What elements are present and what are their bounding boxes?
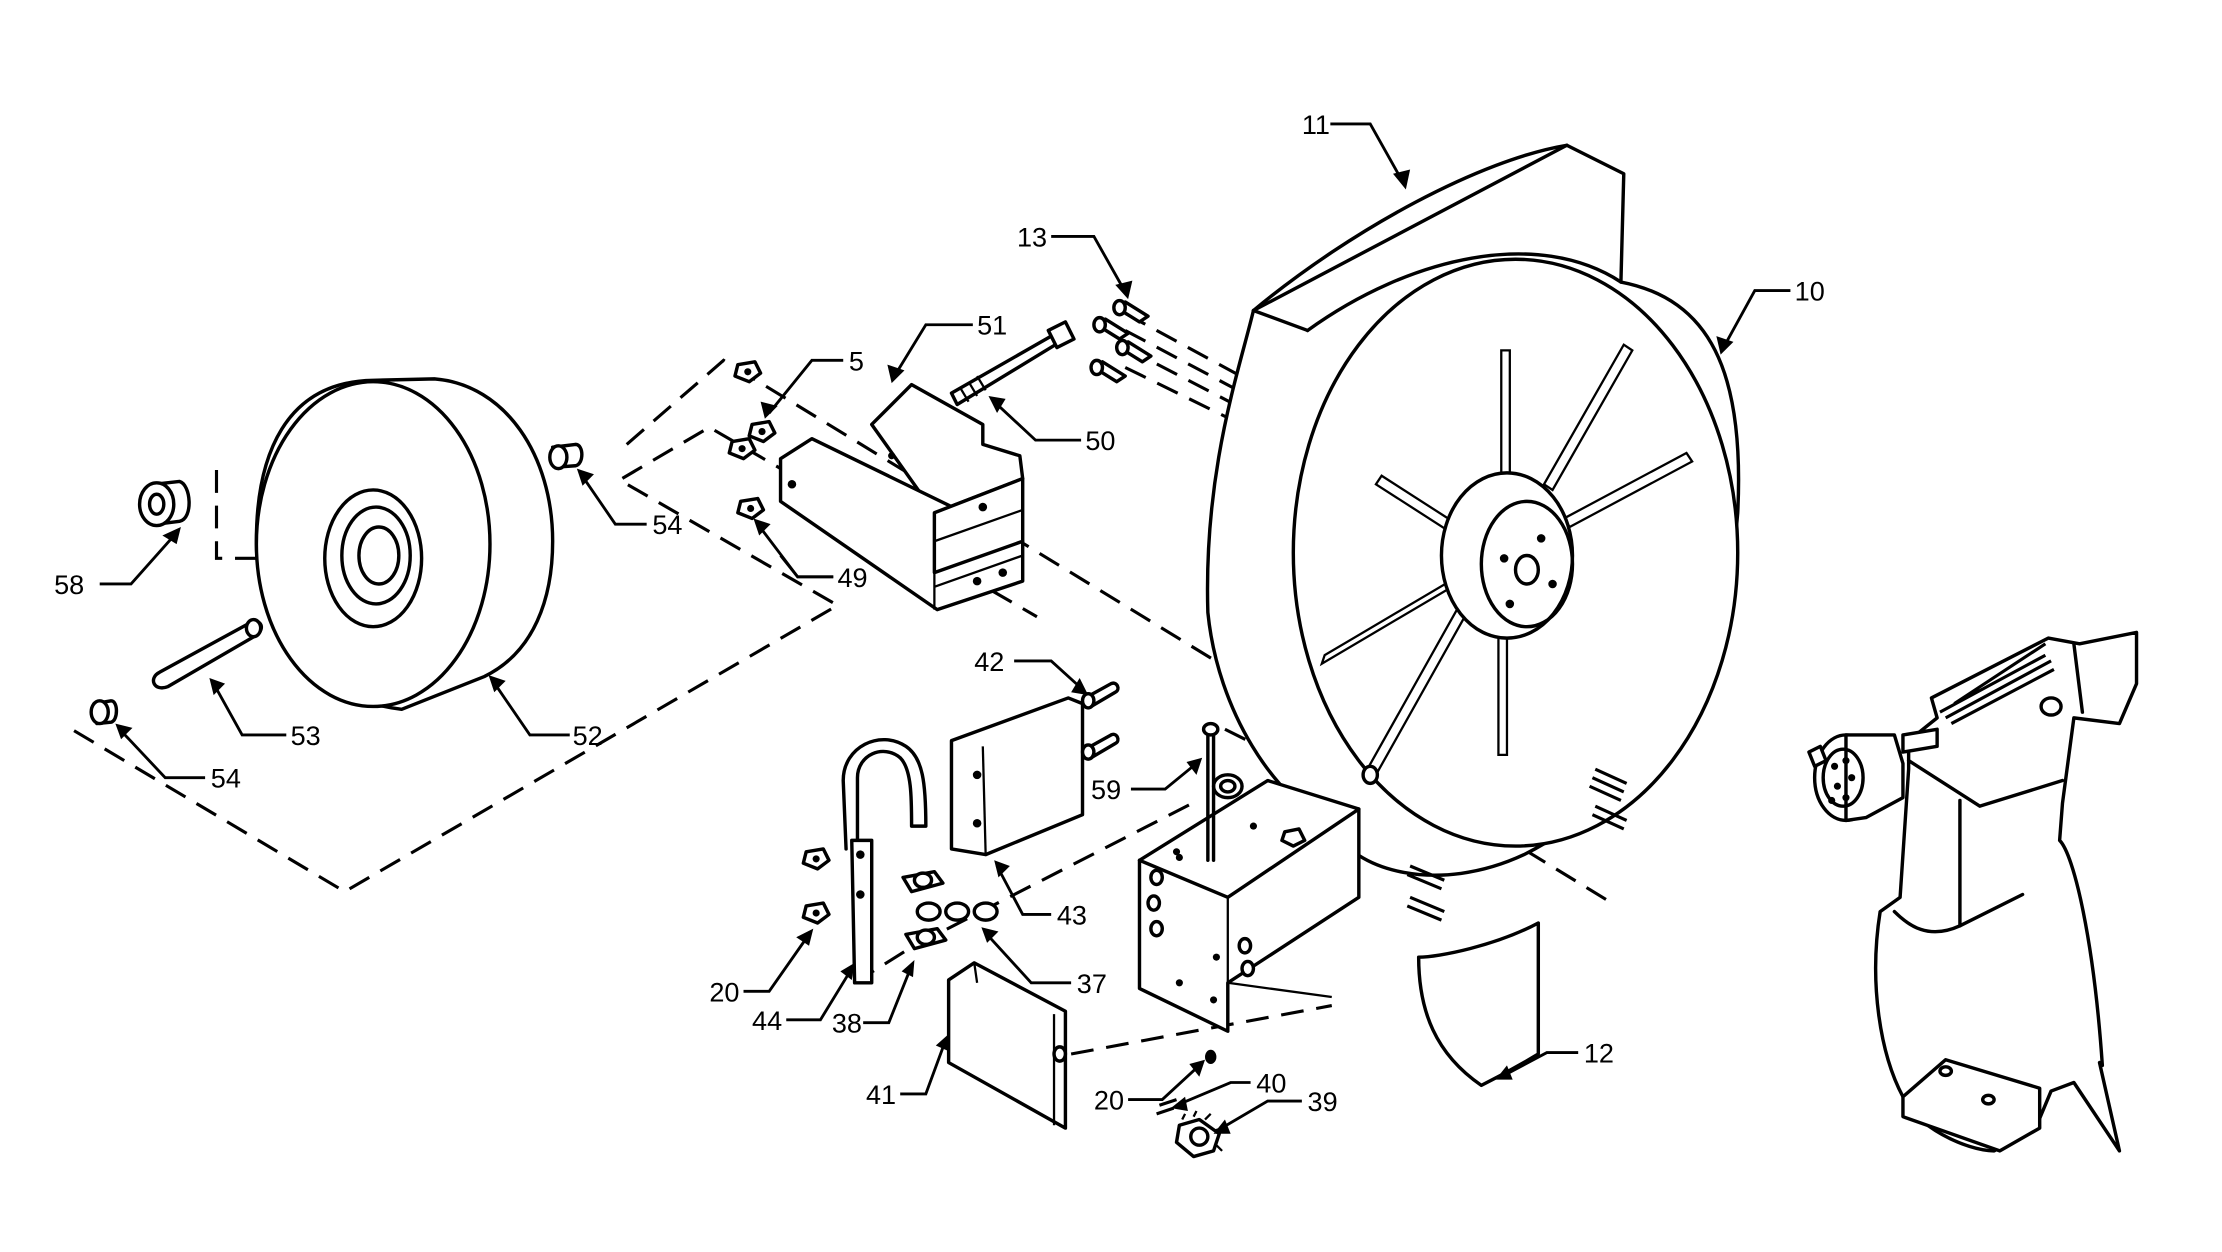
nut-20-a <box>801 847 831 871</box>
callout-58: 58 <box>54 570 84 600</box>
axle-53 <box>151 617 264 690</box>
bolt-50 <box>949 320 1076 407</box>
nut-5 <box>747 419 777 444</box>
callout-52: 52 <box>573 721 603 751</box>
bushing-54-upper <box>548 442 584 471</box>
callout-37: 37 <box>1077 969 1107 999</box>
cover-41 <box>946 961 1068 1130</box>
wheel-52 <box>254 377 555 712</box>
callout-20-bottom: 20 <box>1094 1086 1124 1116</box>
drum-10 <box>1205 143 1741 877</box>
callout-labels: 11 13 10 51 5 50 54 58 49 53 52 54 42 59… <box>54 110 1825 1117</box>
callout-44: 44 <box>752 1006 782 1036</box>
nut-49-a <box>727 436 757 461</box>
nut-20-c <box>1205 1049 1217 1064</box>
junction-box <box>1137 773 1361 1033</box>
leader-lines <box>99 122 1791 1134</box>
bracket-51 <box>778 382 1025 612</box>
bolts-13 <box>1089 298 1153 384</box>
callout-54-upper: 54 <box>652 510 682 540</box>
bolts-42 <box>1080 681 1120 761</box>
callout-13: 13 <box>1017 222 1047 252</box>
nut-20-b <box>801 901 831 925</box>
callout-49: 49 <box>838 563 868 593</box>
grommets-37-38 <box>901 869 999 951</box>
callout-43: 43 <box>1057 900 1087 930</box>
studs-right <box>1406 767 1628 922</box>
nut-49-b <box>736 496 766 521</box>
callout-12: 12 <box>1584 1039 1614 1069</box>
bushing-54-lower <box>89 699 119 726</box>
callout-39: 39 <box>1308 1087 1338 1117</box>
washer-40 <box>1156 1098 1178 1116</box>
knob-39 <box>1174 1110 1223 1159</box>
callout-38: 38 <box>832 1009 862 1039</box>
callout-51: 51 <box>977 311 1007 341</box>
cap-58 <box>137 479 191 528</box>
callout-20-left: 20 <box>709 977 739 1007</box>
callout-42: 42 <box>974 647 1004 677</box>
screw-59 <box>1201 721 1220 863</box>
gear-motor <box>1807 630 2139 1153</box>
callout-41: 41 <box>866 1080 896 1110</box>
callout-40: 40 <box>1256 1068 1286 1098</box>
callout-10: 10 <box>1795 277 1825 307</box>
clip-44 <box>841 737 928 985</box>
nut-top <box>733 360 763 384</box>
callout-59: 59 <box>1091 775 1121 805</box>
callout-54-lower: 54 <box>211 764 241 794</box>
shroud-12 <box>1416 921 1541 1088</box>
callout-5: 5 <box>849 346 864 376</box>
callout-11: 11 <box>1302 110 1330 140</box>
bracket-43 <box>949 696 1085 857</box>
callout-53: 53 <box>291 721 321 751</box>
callout-50: 50 <box>1085 426 1115 456</box>
